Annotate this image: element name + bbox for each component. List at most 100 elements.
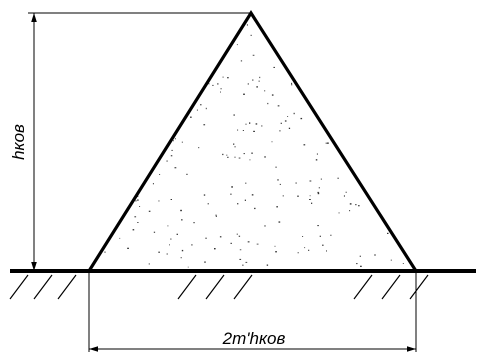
sand-speck — [273, 66, 275, 68]
sand-speck — [291, 82, 293, 85]
sand-speck — [236, 44, 238, 46]
sand-speck — [297, 195, 299, 197]
sand-speck — [349, 203, 352, 205]
sand-speck — [311, 202, 313, 204]
sand-speck — [238, 157, 241, 159]
sand-speck — [359, 255, 361, 257]
sand-speck — [291, 84, 293, 86]
sand-speck — [374, 254, 376, 256]
sand-speck — [153, 231, 156, 233]
sand-speck — [212, 84, 214, 86]
sand-speck — [274, 245, 276, 247]
base-dimension — [88, 271, 417, 352]
sand-speck — [222, 76, 224, 78]
sand-speck — [226, 154, 228, 156]
height-arrow-top — [31, 13, 37, 22]
sand-speck — [204, 261, 206, 263]
sand-speck — [309, 180, 312, 182]
sand-speck — [356, 263, 358, 265]
sand-speck — [203, 194, 206, 196]
sand-speck — [207, 203, 209, 205]
sand-speck — [276, 206, 278, 208]
sand-speck — [171, 149, 173, 151]
sand-speck — [256, 243, 259, 245]
sand-speck — [256, 86, 258, 88]
sand-speck — [198, 147, 200, 149]
sand-speck — [119, 237, 121, 239]
sand-speck — [231, 186, 233, 188]
sand-speck — [330, 234, 332, 236]
sand-speck — [186, 173, 188, 175]
sand-speck — [277, 179, 279, 181]
sand-speck — [137, 222, 139, 223]
sand-speck — [236, 233, 238, 235]
sand-speck — [234, 146, 236, 148]
sand-speck — [246, 24, 248, 26]
sand-speck — [343, 195, 345, 197]
sand-speck — [304, 247, 306, 249]
sand-speck — [104, 251, 106, 253]
sand-speck — [358, 205, 360, 207]
sand-speck — [135, 200, 137, 202]
sand-speck — [166, 253, 168, 255]
sand-speck — [325, 142, 327, 144]
sand-speck — [253, 130, 255, 132]
sand-speck — [309, 199, 311, 200]
sand-speck — [196, 109, 198, 111]
sand-speck — [275, 251, 277, 253]
sand-speck — [390, 259, 392, 261]
sand-speck — [245, 182, 247, 184]
sand-speck — [315, 159, 318, 161]
sand-speck — [317, 191, 320, 193]
sand-speck — [217, 83, 219, 85]
sand-speck — [245, 123, 247, 125]
base-arrow-right — [407, 346, 416, 352]
sand-speck — [242, 264, 244, 266]
sand-speck — [338, 212, 340, 214]
height-arrow-bottom — [31, 262, 37, 271]
sand-speck — [230, 193, 232, 195]
sand-speck — [326, 250, 327, 252]
sand-speck — [159, 174, 161, 175]
sand-speck — [170, 155, 173, 157]
sand-speck — [181, 249, 184, 252]
sand-speck — [148, 263, 150, 265]
sand-speck — [139, 206, 141, 207]
sand-speck — [158, 200, 160, 202]
sand-speck — [173, 140, 174, 142]
sand-speck — [208, 83, 210, 85]
sand-speck — [148, 210, 151, 212]
sand-speck — [243, 153, 245, 155]
sand-speck — [279, 183, 281, 185]
sand-speck — [230, 242, 232, 244]
sand-speck — [300, 117, 303, 120]
sand-speck — [205, 107, 207, 110]
sand-speck — [170, 238, 172, 240]
sand-speck — [284, 120, 287, 122]
sand-speck — [127, 247, 129, 249]
sand-speck — [293, 112, 295, 115]
sand-speck — [174, 138, 176, 140]
sand-speck — [239, 249, 242, 251]
sand-speck — [297, 252, 299, 254]
sand-speck — [349, 210, 351, 212]
sand-speck — [251, 194, 254, 196]
sand-speck — [264, 225, 266, 227]
sand-speck — [174, 167, 177, 169]
sand-speck — [190, 116, 192, 118]
sand-speck — [360, 265, 362, 267]
ground-hatching — [9, 274, 429, 300]
sand-speck — [264, 156, 266, 158]
height-dimension — [28, 12, 251, 271]
sand-speck — [327, 142, 329, 144]
sand-speck — [267, 102, 269, 105]
sand-speck — [320, 178, 322, 180]
sand-speck — [261, 125, 263, 127]
sand-speck — [271, 94, 274, 96]
sand-speck — [245, 261, 248, 263]
sand-speck — [259, 76, 261, 79]
sand-speck — [239, 258, 242, 260]
sand-speck — [191, 244, 193, 246]
sand-speck — [345, 191, 347, 193]
